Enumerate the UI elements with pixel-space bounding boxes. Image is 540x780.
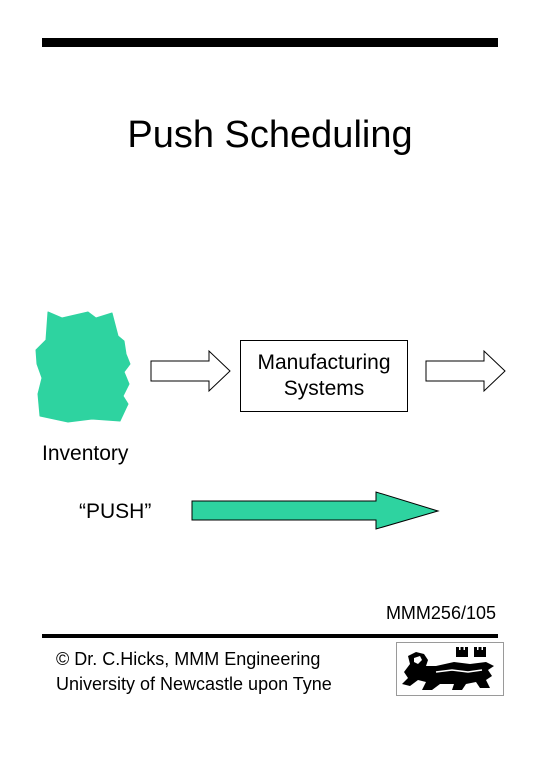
author-text: Dr. C.Hicks, MMM Engineering — [74, 649, 321, 669]
inventory-shape — [35, 311, 131, 423]
process-label-line2: Systems — [283, 377, 365, 400]
push-label: “PUSH” — [79, 500, 152, 523]
input-arrow — [150, 349, 231, 393]
top-rule — [42, 38, 498, 47]
push-arrow — [191, 491, 440, 530]
output-arrow — [425, 349, 506, 393]
university-crest-icon — [396, 642, 504, 696]
process-label-line1: Manufacturing — [257, 351, 391, 374]
credit-line1: © Dr. C.Hicks, MMM Engineering — [56, 647, 332, 672]
slide-title: Push Scheduling — [127, 114, 413, 156]
credit-block: © Dr. C.Hicks, MMM Engineering Universit… — [56, 647, 332, 697]
slide-code: MMM256/105 — [385, 603, 496, 623]
credit-line2: University of Newcastle upon Tyne — [56, 674, 332, 694]
bottom-rule — [42, 634, 498, 638]
copyright-icon: © — [56, 649, 70, 669]
inventory-label: Inventory — [42, 442, 129, 465]
manufacturing-systems-box: Manufacturing Systems — [240, 340, 408, 412]
